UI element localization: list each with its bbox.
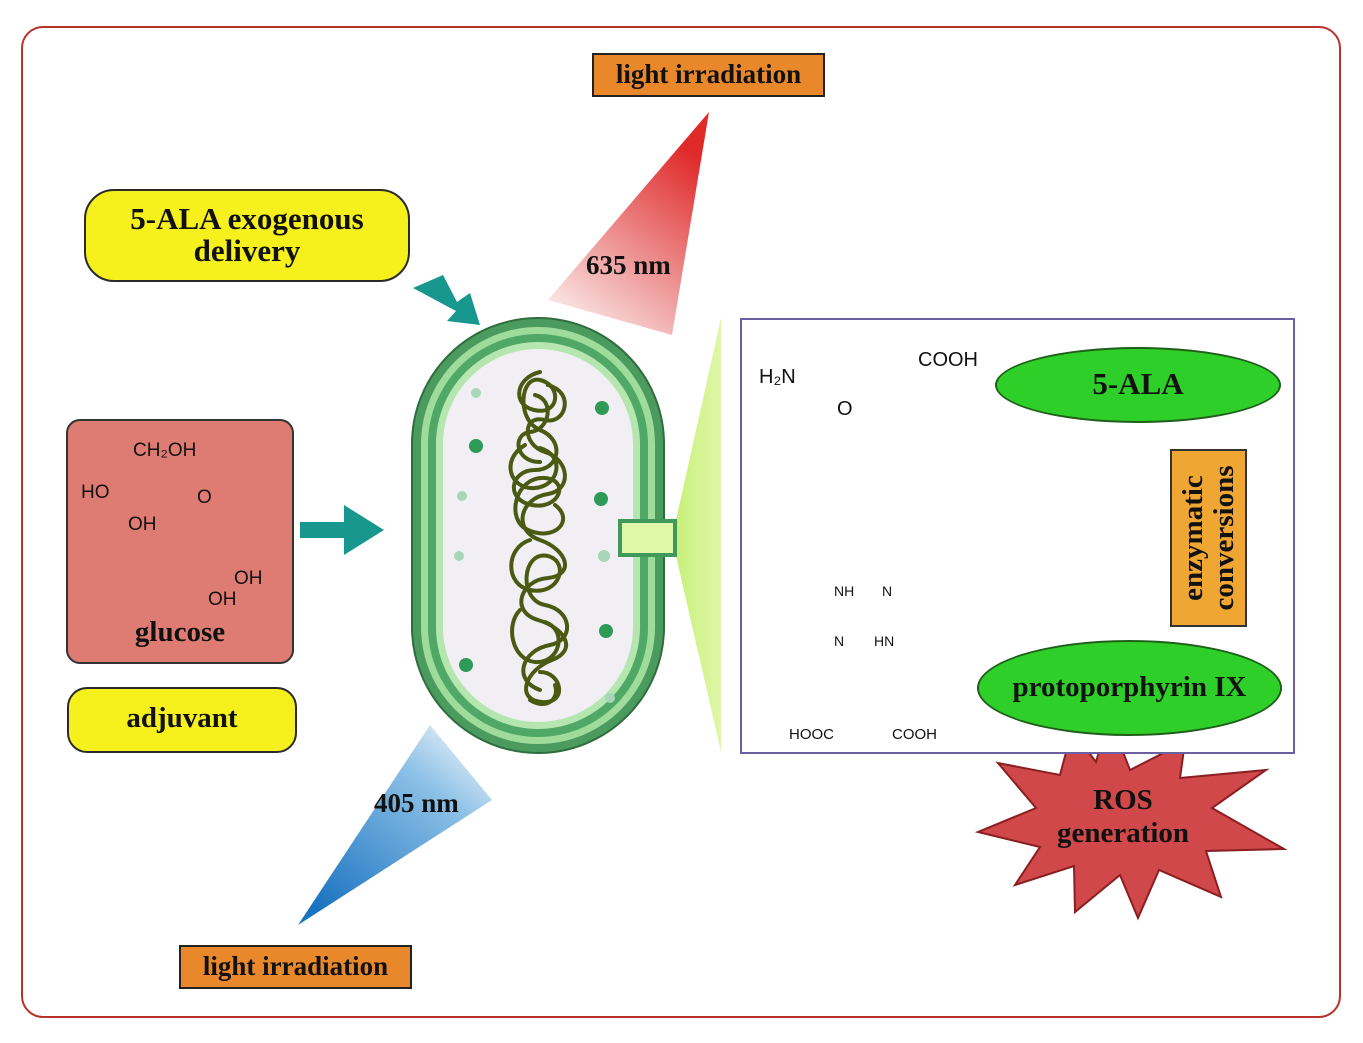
ala-delivery-line1: 5-ALA exogenous: [130, 201, 364, 236]
ala-delivery-pill: 5-ALA exogenous delivery: [84, 189, 410, 282]
glucose-ch2oh: CH₂OH: [133, 440, 197, 461]
ros-label: ROS generation: [1020, 784, 1226, 850]
ros-line1: ROS: [1093, 784, 1153, 816]
delivery-arrow-icon: [413, 275, 480, 325]
glucose-arrow-icon: [300, 505, 384, 555]
enzymatic-conversions-box: enzymatic conversions: [1170, 449, 1247, 627]
ppix-cooh: COOH: [892, 726, 937, 743]
enzymatic-line2: conversions: [1207, 465, 1240, 611]
glucose-ring-o: O: [197, 487, 212, 508]
light-irradiation-top-label: light irradiation: [615, 59, 802, 89]
ppix-n-bottom: N: [834, 633, 845, 649]
red-light-beam: [548, 112, 709, 335]
adjuvant-label: adjuvant: [126, 702, 238, 734]
red-wavelength-label: 635 nm: [586, 250, 671, 280]
zoom-wedge: [676, 318, 721, 752]
light-irradiation-bottom-box: light irradiation: [179, 945, 412, 989]
ros-starburst: [974, 712, 1288, 921]
ala-delivery-line2: delivery: [193, 233, 301, 268]
glucose-label: glucose: [134, 616, 226, 648]
ppix-node-label: protoporphyrin IX: [1012, 671, 1247, 703]
outer-frame: [21, 26, 1341, 1018]
ala-h2n: H₂N: [759, 366, 796, 388]
enzymatic-line1: enzymatic: [1176, 475, 1209, 601]
ppix-hn: HN: [874, 633, 895, 649]
ala-cooh: COOH: [918, 349, 978, 371]
ppix-nh: NH: [834, 583, 855, 599]
ala-node: 5-ALA: [995, 347, 1281, 423]
ppix-n-top: N: [882, 583, 893, 599]
glucose-oh-right: OH: [234, 568, 263, 589]
glucose-oh-ring: OH: [128, 514, 157, 535]
light-irradiation-top-box: light irradiation: [592, 53, 825, 97]
nucleoid-dna: [508, 370, 569, 706]
glucose-box: glucose: [66, 419, 294, 664]
blue-light-beam: [298, 725, 492, 925]
glucose-oh-bottom: OH: [208, 589, 237, 610]
ala-node-label: 5-ALA: [1092, 366, 1184, 401]
glucose-ho: HO: [81, 482, 110, 503]
ppix-node: protoporphyrin IX: [977, 640, 1282, 736]
light-irradiation-bottom-label: light irradiation: [202, 951, 389, 981]
blue-wavelength-label: 405 nm: [374, 788, 459, 818]
adjuvant-pill: adjuvant: [67, 687, 297, 753]
ros-line2: generation: [1056, 817, 1190, 849]
ala-carbonyl-o: O: [837, 398, 853, 420]
ppix-hooc: HOOC: [789, 726, 834, 743]
bacterium-cell: [411, 317, 677, 754]
